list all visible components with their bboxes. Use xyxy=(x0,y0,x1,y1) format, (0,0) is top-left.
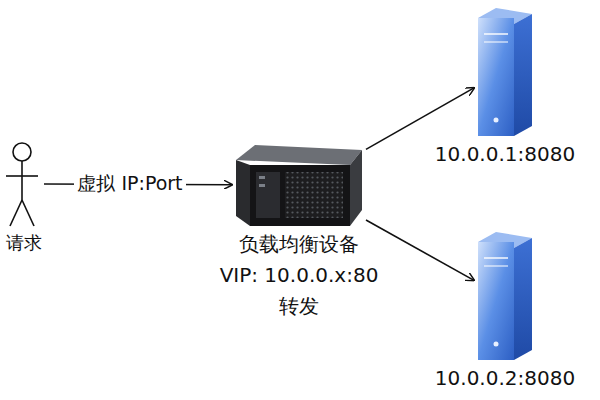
server-address: 10.0.0.2:8080 xyxy=(435,366,575,390)
icon-area xyxy=(4,140,42,228)
server-tower xyxy=(478,8,532,136)
requester-label: 请求 xyxy=(6,232,42,254)
vip-address: VIP: 10.0.0.x:80 xyxy=(220,263,379,287)
device-name: 负载均衡设备 xyxy=(239,232,359,256)
arrow-connector xyxy=(366,88,474,149)
server-address: 10.0.0.1:8080 xyxy=(435,142,575,166)
icon-area xyxy=(476,230,534,362)
edge-label: 虚拟 IP:Port xyxy=(74,171,185,197)
server-tower xyxy=(478,232,532,360)
server-node: 10.0.0.1:8080 xyxy=(432,6,578,166)
load-balancer-node: 负载均衡设备 VIP: 10.0.0.x:80 转发 xyxy=(217,142,382,318)
icon-area xyxy=(234,142,364,228)
arrow-connector xyxy=(366,220,474,280)
load-balancer-device xyxy=(236,145,362,226)
person-figure xyxy=(6,143,38,226)
icon-area xyxy=(476,6,534,138)
forward-label: 转发 xyxy=(279,294,319,318)
server-node: 10.0.0.2:8080 xyxy=(432,230,578,390)
requester-node: 请求 xyxy=(3,140,45,254)
